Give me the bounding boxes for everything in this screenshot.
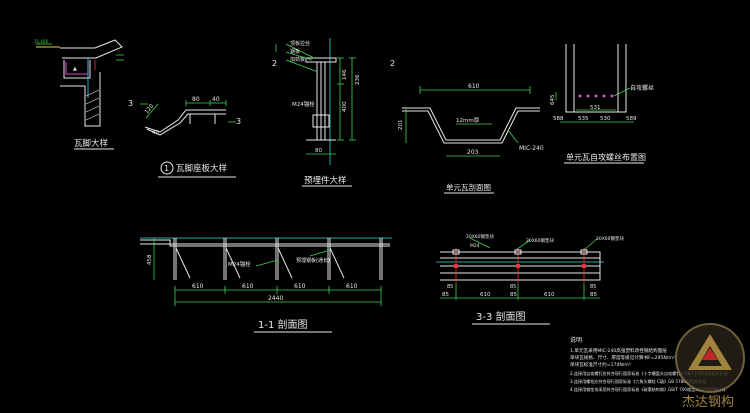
section11-span-2: 610 <box>294 283 306 290</box>
svg-text:15,456: 15,456 <box>34 39 48 44</box>
notes-line-0: 1.单元瓦采用MIC-240高强塑料改性钢结构面层 <box>570 347 667 354</box>
notes-line-1: 单块瓦规格、尺寸、厚度等级见计算书F=295N/m² <box>570 354 675 361</box>
section33-side-2: 85 <box>590 284 596 290</box>
embedded-dim-236: 236 <box>355 74 361 85</box>
seat-dim-40b: 40 <box>152 130 159 136</box>
section33-span-4: 85 <box>590 292 597 298</box>
embedded-bolt: M24锚栓 <box>292 100 315 108</box>
section11-bolt: M24锚栓 <box>228 260 251 268</box>
section33-span-2: 85 <box>510 292 517 298</box>
watermark-text: 杰达钢构 <box>682 395 734 410</box>
section11-right-label: 预埋钢板(通长) <box>296 257 330 264</box>
section33-pad-1: 20X60钢垫块 <box>526 237 555 244</box>
section11-span-0: 610 <box>192 283 204 290</box>
tile-seat-detail: 3 3 80 40 120 40 1 瓦脚座板大样 <box>128 96 241 178</box>
section11-title: 1-1 剖面图 <box>258 318 308 331</box>
section-1-1: M24锚栓 预埋钢板(通长) 458 610 610 610 610 2440 … <box>140 237 392 333</box>
tile-foot-detail: 15,456 ▲ 瓦脚大样 <box>34 39 124 150</box>
section33-span-1: 610 <box>480 292 491 298</box>
seat-dim-120: 120 <box>144 103 156 115</box>
section33-title: 3-3 剖面图 <box>476 310 526 323</box>
seat-dim-40: 40 <box>212 96 220 103</box>
section33-bolt: M24 <box>470 243 480 249</box>
svg-text:3: 3 <box>128 99 133 108</box>
embedded-label-2: 加劲板 <box>290 56 305 63</box>
bolt-dim-645: 645 <box>550 94 556 105</box>
tile-foot-title: 瓦脚大样 <box>74 138 109 149</box>
section33-pad-0: 20X60钢垫块 <box>466 233 495 240</box>
svg-text:2: 2 <box>390 59 395 68</box>
notes-line-2: 单块瓦标准尺寸约=170N/m² <box>570 361 631 368</box>
bolt-dim-b1: 535 <box>578 116 589 122</box>
section-3-3: 20X60钢垫块 20X60钢垫块 20X60钢垫块 M24 85 85 85 … <box>436 233 625 325</box>
embedded-dim-80: 80 <box>315 148 322 154</box>
embedded-dim-146: 146 <box>342 69 348 80</box>
notes-line-3: 2.连接用自攻螺钉应符合现行国家标准《十字槽盘头自攻螺钉》GB/T15856及相… <box>570 370 728 376</box>
bolt-layout-detail: 自攻螺丝 645 531 588 535 530 589 单元瓦自攻螺丝布置图 <box>550 44 654 164</box>
section33-span-0: 85 <box>442 292 449 298</box>
bolt-dim-b0: 588 <box>553 116 564 122</box>
section11-total: 2440 <box>268 295 283 302</box>
embedded-label-1: 钢板 <box>290 48 300 55</box>
section11-span-1: 610 <box>242 283 254 290</box>
embedded-dim-400: 400 <box>342 101 348 112</box>
unit-dim-203: 203 <box>467 149 479 156</box>
embedded-label-0: 顶板拉丝 <box>290 40 310 47</box>
section33-pad-2: 20X60钢垫块 <box>596 235 625 242</box>
bolt-dim-531: 531 <box>590 105 601 111</box>
bolt-layout-title: 单元瓦自攻螺丝布置图 <box>566 152 646 162</box>
notes-heading: 说明 <box>570 336 582 344</box>
section33-side-1: 85 <box>510 284 516 290</box>
unit-dim-201: 201 <box>398 120 404 131</box>
svg-text:3: 3 <box>236 117 241 126</box>
svg-text:▲: ▲ <box>73 66 77 72</box>
section11-span-3: 610 <box>346 283 358 290</box>
unit-dim-610: 610 <box>468 83 480 90</box>
bolt-dim-b2: 530 <box>600 116 611 122</box>
seat-dim-80: 80 <box>192 96 200 103</box>
svg-text:2: 2 <box>272 59 277 68</box>
watermark-logo: 杰达钢构 <box>675 323 745 410</box>
detail-number: 1 <box>164 164 169 173</box>
section11-height: 458 <box>147 254 153 265</box>
embedded-title: 预埋件大样 <box>304 175 347 186</box>
bolt-dim-b3: 589 <box>626 116 637 122</box>
tile-seat-title: 瓦脚座板大样 <box>176 163 228 174</box>
embedded-part-detail: 2 2 顶板拉丝 钢板 加劲板 M24锚栓 146 236 400 80 预埋件… <box>272 38 395 187</box>
unit-tile-section: 610 12mm厚 203 201 MIC-240 单元瓦剖面图 <box>398 83 544 194</box>
section33-side-0: 85 <box>447 284 453 290</box>
unit-note: MIC-240 <box>519 145 544 152</box>
unit-section-title: 单元瓦剖面图 <box>446 182 491 192</box>
unit-dim-thickness: 12mm厚 <box>456 117 480 124</box>
section33-span-3: 610 <box>544 292 555 298</box>
notes-block: 说明 1.单元瓦采用MIC-240高强塑料改性钢结构面层 单块瓦规格、尺寸、厚度… <box>570 336 728 392</box>
notes-line-4: 3.连接用螺栓应符合现行国家标准《六角头螺栓 C级》GB 5780及相关标准 <box>570 378 706 384</box>
detail-number-circle <box>160 161 174 175</box>
bolt-layout-label: 自攻螺丝 <box>630 84 654 92</box>
notes-line-5: 4.连接用钢垫块采用符合现行国家标准《碳素结构钢》GB/T 700规定的Q235… <box>570 386 725 392</box>
